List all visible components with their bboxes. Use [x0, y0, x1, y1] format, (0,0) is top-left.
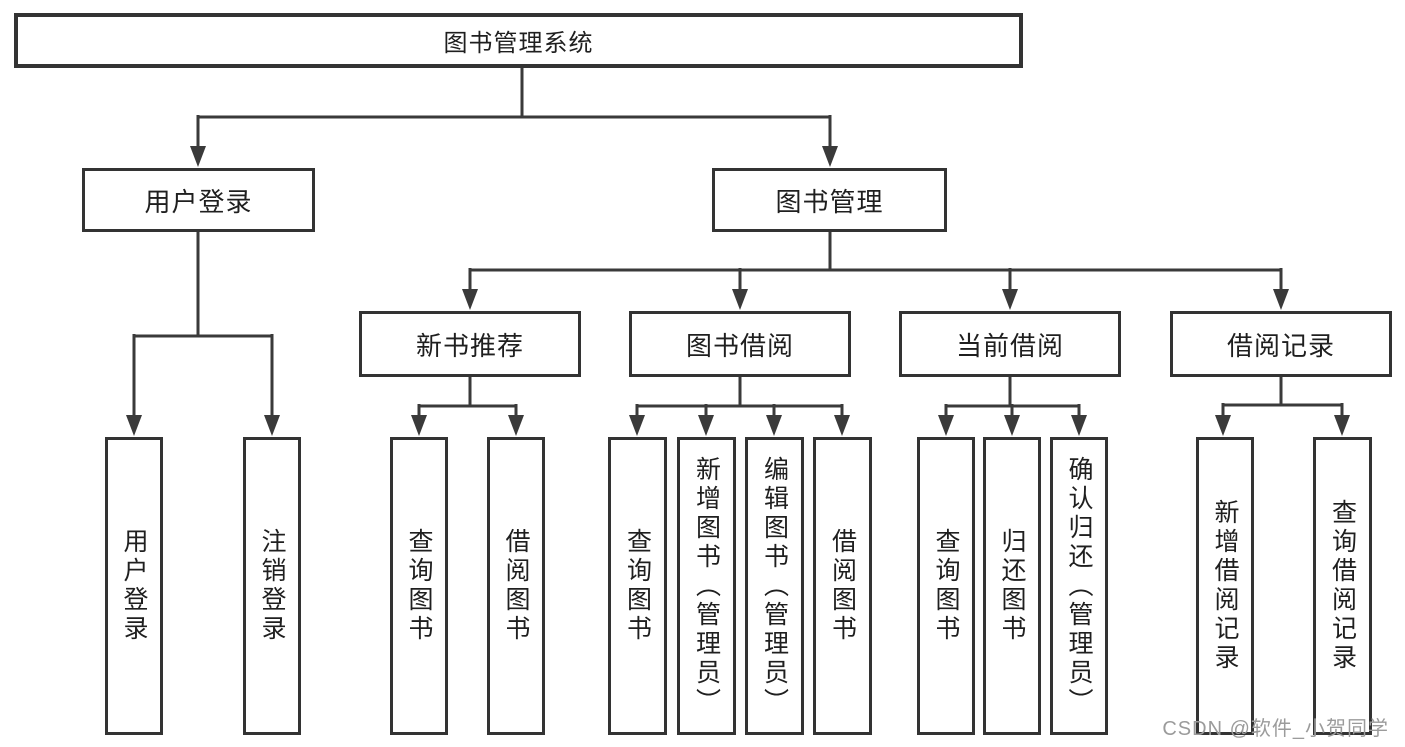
leaf-br-query-record-label: 查询借阅记录 [1328, 499, 1357, 673]
leaf-cb-return-books: 归还图书 [983, 437, 1041, 735]
node-root-system: 图书管理系统 [14, 13, 1023, 68]
leaf-nb-borrow-books-label: 借阅图书 [502, 528, 530, 644]
leaf-cb-query-books-label: 查询图书 [932, 528, 960, 644]
leaf-bb-query-books: 查询图书 [608, 437, 667, 735]
leaf-br-add-record-label: 新增借阅记录 [1211, 499, 1239, 673]
leaf-bb-edit-books-admin: 编辑图书（管理员） [745, 437, 804, 735]
leaf-logout-login-label: 注销登录 [258, 528, 286, 644]
leaf-logout-login: 注销登录 [243, 437, 301, 735]
node-new-book-recommend: 新书推荐 [359, 311, 581, 377]
node-root-label: 图书管理系统 [443, 30, 594, 57]
node-book-management: 图书管理 [712, 168, 947, 232]
leaf-bb-add-books-admin: 新增图书（管理员） [677, 437, 736, 735]
leaf-cb-query-books: 查询图书 [917, 437, 975, 735]
leaf-cb-return-books-label: 归还图书 [998, 528, 1026, 644]
leaf-user-login-label: 用户登录 [120, 528, 148, 644]
node-book-borrowing: 图书借阅 [629, 311, 851, 377]
leaf-nb-query-books-label: 查询图书 [405, 528, 433, 644]
leaf-cb-confirm-return-admin: 确认归还（管理员） [1050, 437, 1108, 735]
leaf-nb-borrow-books: 借阅图书 [487, 437, 545, 735]
node-new-book-recommend-label: 新书推荐 [415, 330, 524, 361]
leaf-bb-edit-books-admin-label: 编辑图书（管理员） [760, 455, 789, 717]
leaf-bb-add-books-admin-label: 新增图书（管理员） [692, 455, 721, 717]
leaf-bb-borrow-books: 借阅图书 [813, 437, 872, 735]
leaf-br-query-record: 查询借阅记录 [1313, 437, 1372, 735]
leaf-cb-confirm-return-admin-label: 确认归还（管理员） [1065, 455, 1093, 717]
leaf-user-login: 用户登录 [105, 437, 163, 735]
node-current-borrowing: 当前借阅 [899, 311, 1121, 377]
leaf-bb-query-books-label: 查询图书 [623, 528, 652, 644]
leaf-bb-borrow-books-label: 借阅图书 [828, 528, 857, 644]
node-borrowing-records: 借阅记录 [1170, 311, 1392, 377]
node-borrowing-records-label: 借阅记录 [1226, 330, 1335, 361]
node-user-login-label: 用户登录 [144, 186, 253, 217]
node-user-login: 用户登录 [82, 168, 315, 232]
leaf-br-add-record: 新增借阅记录 [1196, 437, 1254, 735]
node-current-borrowing-label: 当前借阅 [955, 330, 1064, 361]
csdn-watermark: CSDN @软件_小贺同学 [1162, 718, 1389, 740]
node-book-borrowing-label: 图书借阅 [685, 330, 794, 361]
leaf-nb-query-books: 查询图书 [390, 437, 448, 735]
node-book-management-label: 图书管理 [775, 186, 884, 217]
